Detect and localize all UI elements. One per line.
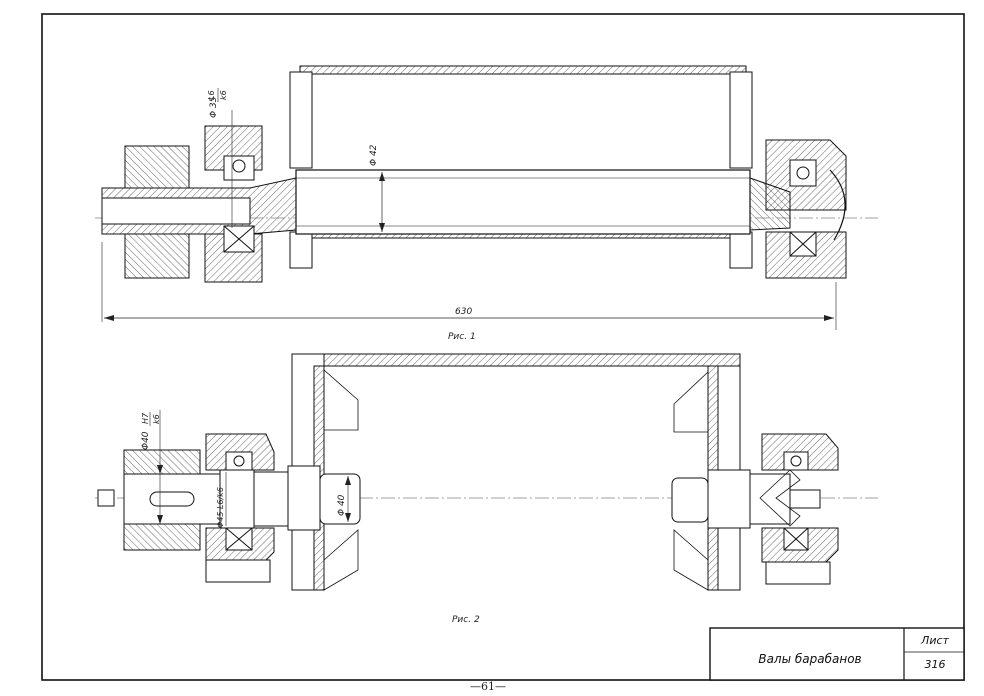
drawing-frame: [41, 13, 965, 681]
fig2-dim-end-label: Φ40: [141, 431, 151, 450]
fig2-dim-end-fit-bottom: k6: [152, 414, 161, 424]
fig2-dim-end-fit-top: H7: [141, 412, 150, 424]
figure-1: 630 Φ 42 Φ 35 L6 k6 Рис. 1: [95, 65, 878, 342]
figure-2: Φ40 H7 k6 Φ45 L6/k6 Φ 40 Рис. 2: [95, 353, 878, 625]
page-number: —61—: [470, 680, 506, 693]
title-block-sheet-label: Лист: [921, 634, 949, 647]
dim-bearing-fit-top: L6: [207, 90, 216, 100]
figure-2-caption: Рис. 2: [452, 615, 480, 625]
title-block-title: Валы барабанов: [758, 652, 862, 666]
fig2-dim-bearing-label: Φ45 L6/k6: [216, 487, 225, 528]
title-block: [709, 627, 965, 681]
figure-1-caption: Рис. 1: [448, 332, 476, 342]
dim-shaft-label: Φ 42: [369, 144, 379, 166]
dim-bearing-label: Φ 35: [209, 96, 219, 118]
fig2-dim-shaft-label: Φ 40: [337, 494, 347, 516]
title-block-sheet-number: 316: [924, 658, 946, 671]
dim-bearing-fit-bottom: k6: [219, 90, 228, 100]
dim-total-label: 630: [455, 307, 472, 317]
